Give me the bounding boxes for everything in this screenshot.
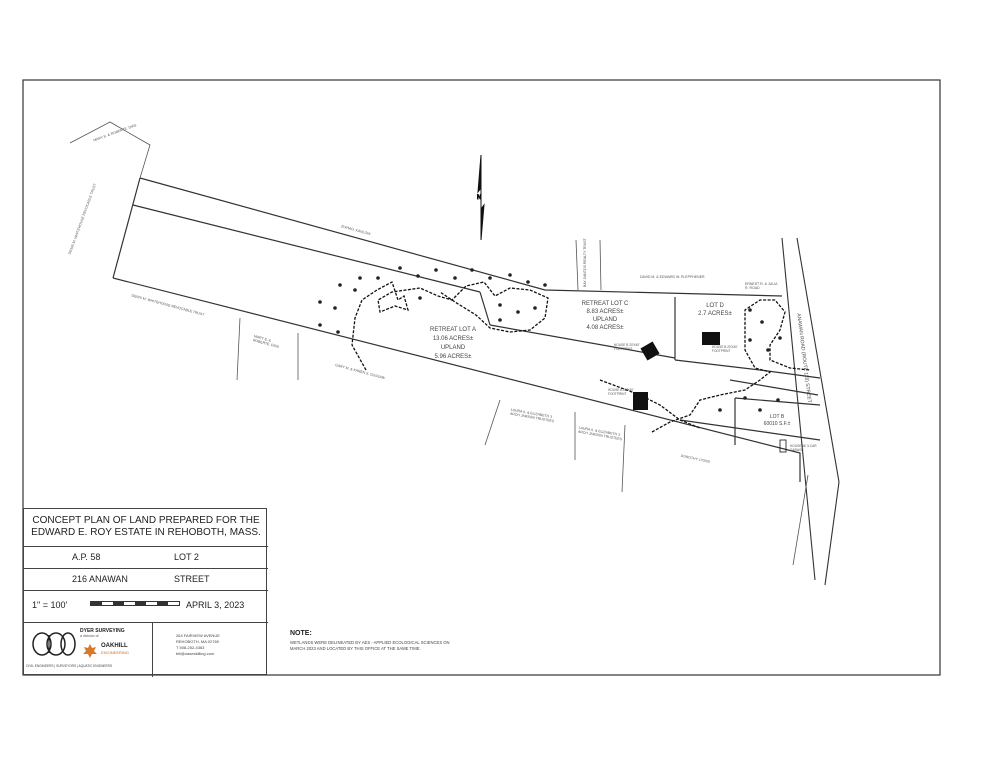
lot-d-label: LOT D 2.7 ACRES±: [690, 302, 740, 318]
scale-text: 1" = 100': [32, 600, 68, 610]
address-line-1: 264 FAIRVIEW AVENUE: [176, 633, 220, 638]
note-heading: NOTE:: [290, 630, 312, 637]
lot-c-name: RETREAT LOT C: [581, 301, 629, 307]
lot-d-name: LOT D: [706, 303, 724, 309]
lot-a-upland-label: UPLAND: [440, 345, 466, 351]
house-label: HOUSE B 20'X40' FOOTPRINT: [614, 343, 640, 351]
assessor-plat: A.P. 58: [72, 552, 101, 562]
street-parallel-lines: [781, 237, 840, 586]
divider: [152, 623, 153, 677]
lot-c-upland: 4.08 ACRES±: [586, 325, 624, 331]
email: bill@oaseskilling.com: [176, 651, 215, 656]
lot-a-acres: 13.06 ACRES±: [432, 336, 474, 342]
dyer-logo-icon: [32, 632, 76, 656]
lot-c-label: RETREAT LOT C 8.83 ACRES± UPLAND 4.08 AC…: [570, 300, 640, 332]
house-label: HOUSE W/ 3-CAR GARAGE: [790, 444, 817, 452]
address-row: 216 ANAWAN STREET: [24, 568, 268, 591]
title-block: CONCEPT PLAN OF LAND PREPARED FOR THE ED…: [23, 508, 268, 677]
lot-a-name: RETREAT LOT A: [429, 327, 476, 333]
scale-bar: [90, 601, 180, 606]
lot-c-upland-label: UPLAND: [592, 317, 618, 323]
north-arrow-icon: N: [477, 154, 485, 241]
lot-b-area: 60010 S.F.±: [763, 421, 791, 427]
sheet-border: [22, 79, 941, 676]
lot-d-acres: 2.7 ACRES±: [698, 311, 732, 317]
svg-text:N: N: [477, 195, 481, 201]
lot-a-label: RETREAT LOT A 13.06 ACRES± UPLAND 5.96 A…: [418, 326, 488, 362]
abutter-label: BAY SANTOS REALTY TRUST: [583, 238, 587, 287]
abutter-label: DAVID M. & EDWARD W. PLEPPHENER: [640, 275, 705, 279]
company-name: DYER SURVEYING: [80, 628, 125, 634]
partner-sub: ENGINEERING: [101, 650, 130, 655]
title-row: CONCEPT PLAN OF LAND PREPARED FOR THE ED…: [24, 509, 268, 546]
house-footprints: [633, 332, 787, 453]
company-row: DYER SURVEYING a division of OAKHILL ENG…: [24, 622, 268, 677]
tree-symbols: [318, 266, 782, 412]
plan-date: APRIL 3, 2023: [186, 600, 245, 610]
abutter-label: ERNEST R. & JULIA R. ROAD: [745, 282, 778, 290]
street-name: STREET: [174, 574, 210, 584]
street-number: 216 ANAWAN: [72, 574, 128, 584]
partner-name: OAKHILL: [101, 643, 128, 649]
plan-note: NOTE: WETLANDS WERE DELINEATED BY AES - …: [290, 630, 450, 652]
ap-row: A.P. 58 LOT 2: [24, 546, 268, 569]
abutter-lines: [69, 121, 809, 566]
company-division: a division of: [80, 634, 99, 638]
plan-title: CONCEPT PLAN OF LAND PREPARED FOR THE: [32, 515, 260, 526]
scale-row: 1" = 100' APRIL 3, 2023: [24, 590, 268, 623]
company-tagline: CIVIL ENGINEERS | SURVEYORS | AQUATIC EN…: [26, 664, 113, 668]
house-label: HOUSE B 20'X40' FOOTPRINT: [712, 345, 738, 353]
lot-number: LOT 2: [174, 552, 199, 562]
company-contact: 264 FAIRVIEW AVENUE REHOBOTH, MA 02769 T…: [176, 633, 220, 657]
wetland-delineation: [351, 281, 811, 433]
lot-b-label: LOT B 60010 S.F.±: [752, 414, 802, 428]
oak-leaf-icon: [83, 644, 97, 658]
house-label: HOUSE B 20'X40' FOOTPRINT: [608, 388, 634, 396]
plan-title-2: EDWARD E. ROY ESTATE IN REHOBOTH, MASS.: [31, 527, 261, 538]
note-text: WETLANDS WERE DELINEATED BY AES - APPLIE…: [290, 640, 450, 651]
lot-a-upland: 5.96 ACRES±: [434, 354, 472, 360]
phone: T 508-252-4363: [176, 645, 205, 650]
lot-b-name: LOT B: [769, 414, 785, 420]
address-line-2: REHOBOTH, MA 02769: [176, 639, 219, 644]
lot-c-acres: 8.83 ACRES±: [586, 309, 624, 315]
